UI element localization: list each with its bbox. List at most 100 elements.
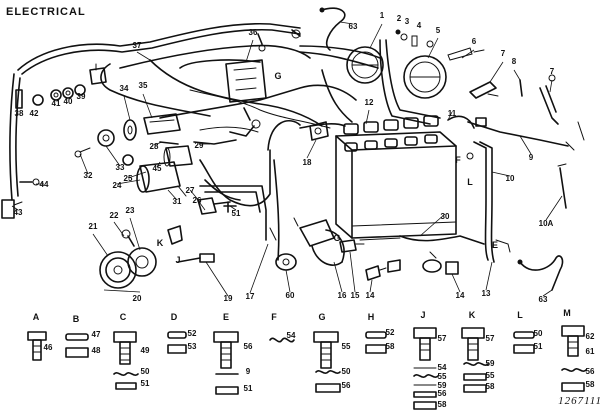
callout-45: 45 [153,164,162,173]
headlight-left [346,46,384,84]
callout-13: 13 [482,289,491,298]
callout-21: 21 [89,222,98,231]
key-letter-F: F [271,312,277,322]
hw-number-56: 56 [586,367,595,376]
hw-number-58: 58 [386,342,395,351]
callout-18: 18 [303,158,312,167]
callout-19: 19 [224,294,233,303]
hw-c-bolt [113,331,139,390]
key-letter-H: H [368,312,375,322]
key-letter-J: J [420,310,425,320]
hw-number-46: 46 [44,343,53,352]
callout-63: 63 [539,295,548,304]
hw-f-spring [269,337,295,343]
key-letter-B: B [73,314,80,324]
callout-8: 8 [512,57,517,66]
hw-number-62: 62 [586,332,595,341]
hw-g-bolt [313,331,341,393]
callout-35: 35 [139,81,148,90]
hw-number-52: 52 [188,329,197,338]
hw-number-51: 51 [141,379,150,388]
callout-29: 29 [195,141,204,150]
diagram-title: ELECTRICAL [6,6,86,18]
callout-63: 63 [349,22,358,31]
drawing-number: 1267111 [558,395,602,407]
callout-41: 41 [52,99,61,108]
battery-cables [447,115,511,263]
pulley-assembly [99,225,215,293]
hw-number-47: 47 [92,330,101,339]
callout-25: 25 [124,174,133,183]
callout-4: 4 [417,21,422,30]
key-letter-G: G [274,71,281,81]
solenoid-18 [309,121,329,141]
key-letter-L: L [467,177,473,187]
callout-6: 6 [472,37,477,46]
callout-37: 37 [133,41,142,50]
solenoid-cluster [269,217,365,271]
callout-10: 10 [506,174,515,183]
hw-number-61: 61 [586,347,595,356]
callout-39: 39 [77,92,86,101]
switch-group [15,63,107,109]
fuse-44 [19,178,40,186]
hw-number-50: 50 [534,329,543,338]
key-letter-G: G [333,233,340,243]
hw-d-nuts [167,331,187,354]
hw-j-bolt [413,327,439,410]
hw-number-55: 55 [342,342,351,351]
hardware-table [27,325,587,410]
cable-63-bottom [517,255,564,291]
key-letter-D: D [171,312,178,322]
callout-22: 22 [110,211,119,220]
leads-28-29 [159,107,261,145]
callout-38: 38 [15,109,24,118]
connector-7 [469,81,499,99]
callout-14: 14 [456,291,465,300]
callout-36: 36 [249,28,258,37]
hw-number-50: 50 [141,367,150,376]
callout-23: 23 [126,206,135,215]
cable-63-top [319,7,346,51]
key-letter-K: K [157,238,164,248]
hw-number-58: 58 [438,400,447,409]
hw-number-57: 57 [486,334,495,343]
ammeter [74,129,134,166]
key-letter-C: C [120,312,127,322]
callout-43: 43 [14,208,23,217]
hw-number-51: 51 [244,384,253,393]
leader-lines [11,21,563,297]
hw-number-51: 51 [534,342,543,351]
callout-10A: 10A [539,219,554,228]
starter-motor [136,145,193,197]
hw-number-48: 48 [92,346,101,355]
callout-26: 26 [193,196,202,205]
callout-40: 40 [64,97,73,106]
headlight-hardware [395,29,485,61]
callout-11: 11 [448,109,457,118]
hw-number-53: 53 [188,342,197,351]
hw-number-57: 57 [438,334,447,343]
callout-30: 30 [441,212,450,221]
hw-number-55: 55 [438,372,447,381]
callout-34: 34 [120,84,129,93]
hw-number-54: 54 [438,363,447,372]
callout-7: 7 [501,49,506,58]
hw-number-56: 56 [244,342,253,351]
rod-10a [557,163,567,209]
callout-14: 14 [366,291,375,300]
dash-panel [225,29,301,103]
connector-43 [1,199,23,219]
callout-32: 32 [84,171,93,180]
callout-27: 27 [186,186,195,195]
callout-12: 12 [365,98,374,107]
key-letter-E: E [223,312,229,322]
hw-number-59: 59 [438,381,447,390]
key-letter-K: K [469,310,476,320]
hw-number-54: 54 [287,331,296,340]
hw-number-56: 56 [342,381,351,390]
wiring-harness [9,22,485,261]
hw-number-59: 59 [486,359,495,368]
key-letter-G: G [318,312,325,322]
